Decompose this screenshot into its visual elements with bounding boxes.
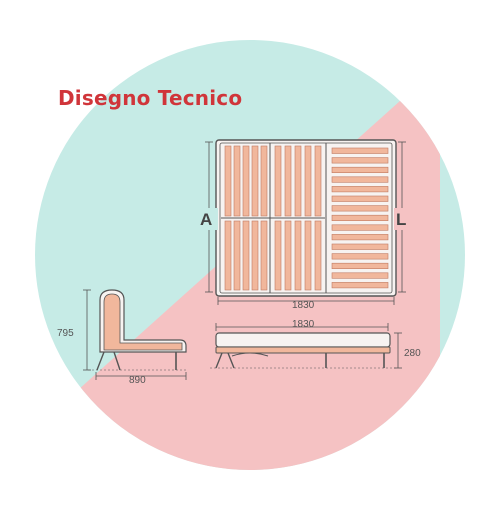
vertical-slat (260, 145, 268, 217)
seat-cushion (215, 332, 391, 348)
vertical-slats (224, 145, 322, 291)
vertical-slat (242, 220, 250, 291)
vertical-slat (294, 220, 302, 291)
drawing-title: Disegno Tecnico (58, 86, 243, 110)
vertical-slat (260, 220, 268, 291)
horizontal-slat (331, 157, 389, 164)
horizontal-slat (331, 205, 389, 212)
horizontal-slats (331, 147, 389, 289)
vertical-slat (251, 145, 259, 217)
horizontal-slat (331, 253, 389, 260)
horizontal-slat (331, 166, 389, 173)
vertical-slat (304, 220, 312, 291)
vertical-slat (224, 220, 232, 291)
side-leg-front (96, 351, 121, 371)
vertical-slat (284, 220, 292, 291)
mechanism-arc (231, 352, 269, 357)
vertical-slat (242, 145, 250, 217)
dim-l-label: L (396, 210, 406, 229)
dim-top-width-label: 1830 (292, 300, 315, 311)
label-a-bg (196, 208, 218, 230)
vertical-slat (294, 145, 302, 217)
dim-a-label: A (200, 210, 212, 229)
vertical-slat (224, 145, 232, 217)
sofa-cushion (103, 293, 183, 351)
vertical-slat (233, 145, 241, 217)
dim-side-depth-label: 890 (129, 375, 146, 386)
horizontal-slat (331, 272, 389, 279)
vertical-slat (274, 145, 282, 217)
side-view (83, 289, 188, 380)
vertical-slat (284, 145, 292, 217)
horizontal-slat (331, 214, 389, 221)
horizontal-slat (331, 147, 389, 154)
vertical-slat (274, 220, 282, 291)
sofa-body-outline (99, 289, 187, 353)
dim-front-width-label: 1830 (292, 319, 315, 330)
horizontal-slat (331, 224, 389, 231)
horizontal-slat (331, 195, 389, 202)
vertical-slat (304, 145, 312, 217)
horizontal-slat (331, 234, 389, 241)
vertical-slat (314, 145, 322, 217)
horizontal-slat (331, 282, 389, 289)
vertical-slat (251, 220, 259, 291)
front-view (210, 323, 402, 369)
dim-front-height-label: 280 (404, 348, 421, 359)
horizontal-slat (331, 243, 389, 250)
top-view (205, 139, 406, 305)
vertical-slat (233, 220, 241, 291)
seat-base (215, 346, 391, 354)
horizontal-slat (331, 176, 389, 183)
vertical-slat (314, 220, 322, 291)
horizontal-slat (331, 186, 389, 193)
label-l-bg (394, 208, 412, 230)
front-leg-left (215, 352, 235, 369)
dim-side-height-label: 795 (57, 328, 74, 339)
horizontal-slat (331, 262, 389, 270)
frame-inner (219, 142, 393, 294)
